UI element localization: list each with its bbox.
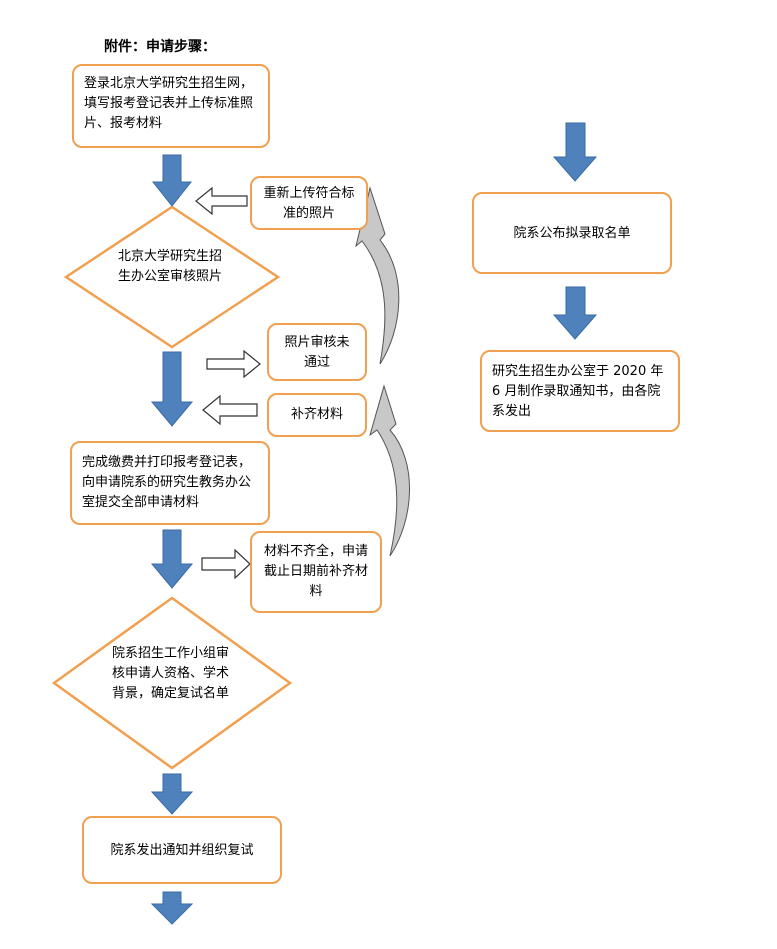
step-photo-fail-box: 照片审核未通过 bbox=[267, 323, 367, 381]
down-arrow-3 bbox=[150, 529, 194, 589]
down-arrow-right-1 bbox=[552, 122, 598, 182]
step-publish-box: 院系公布拟录取名单 bbox=[472, 192, 672, 274]
left-hollow-arrow-reupload bbox=[195, 186, 248, 216]
step-reupload-box: 重新上传符合标准的照片 bbox=[250, 176, 368, 230]
decision-diamond-dept-review bbox=[51, 596, 293, 770]
step-supplement-text: 补齐材料 bbox=[290, 407, 343, 422]
curved-up-arrow-lower bbox=[369, 384, 410, 557]
page-title: 附件：申请步骤： bbox=[104, 39, 216, 55]
right-hollow-arrow-incomplete bbox=[201, 548, 251, 580]
step-pay-submit-text: 完成缴费并打印报考登记表，向申请院系的研究生教务办公室提交全部申请材料 bbox=[82, 455, 252, 510]
step-review-photo-text: 北京大学研究生招生办公室审核照片 bbox=[118, 249, 223, 284]
step-reupload-text: 重新上传符合标准的照片 bbox=[263, 186, 355, 221]
curved-up-arrow-upper bbox=[355, 186, 400, 365]
down-arrow-1 bbox=[151, 154, 193, 207]
step-interview-text: 院系发出通知并组织复试 bbox=[110, 843, 254, 858]
right-hollow-arrow-photo-fail bbox=[206, 349, 261, 379]
left-hollow-arrow-supplement bbox=[202, 394, 258, 426]
step-notice-text: 研究生招生办公室于 2020 年 6 月制作录取通知书，由各院系发出 bbox=[492, 364, 664, 419]
step-pay-submit-box: 完成缴费并打印报考登记表，向申请院系的研究生教务办公室提交全部申请材料 bbox=[70, 441, 270, 525]
step-interview-box: 院系发出通知并组织复试 bbox=[82, 816, 282, 884]
step-supplement-box: 补齐材料 bbox=[267, 393, 367, 437]
step-publish-text: 院系公布拟录取名单 bbox=[513, 226, 631, 241]
down-arrow-4 bbox=[150, 773, 194, 815]
step-incomplete-text: 材料不齐全，申请截止日期前补齐材料 bbox=[263, 544, 368, 599]
down-arrow-2 bbox=[150, 351, 194, 427]
step-photo-fail-text: 照片审核未通过 bbox=[284, 335, 350, 370]
decision-diamond-photo-review bbox=[63, 205, 281, 349]
step-dept-review-text: 院系招生工作小组审核申请人资格、学术背景，确定复试名单 bbox=[112, 646, 230, 701]
down-arrow-right-2 bbox=[552, 286, 598, 340]
step-login-box: 登录北京大学研究生招生网，填写报考登记表并上传标准照片、报考材料 bbox=[72, 64, 270, 148]
step-notice-box: 研究生招生办公室于 2020 年 6 月制作录取通知书，由各院系发出 bbox=[480, 350, 680, 432]
down-arrow-5 bbox=[150, 891, 194, 925]
step-incomplete-box: 材料不齐全，申请截止日期前补齐材料 bbox=[250, 531, 382, 613]
step-login-text: 登录北京大学研究生招生网，填写报考登记表并上传标准照片、报考材料 bbox=[84, 76, 254, 131]
